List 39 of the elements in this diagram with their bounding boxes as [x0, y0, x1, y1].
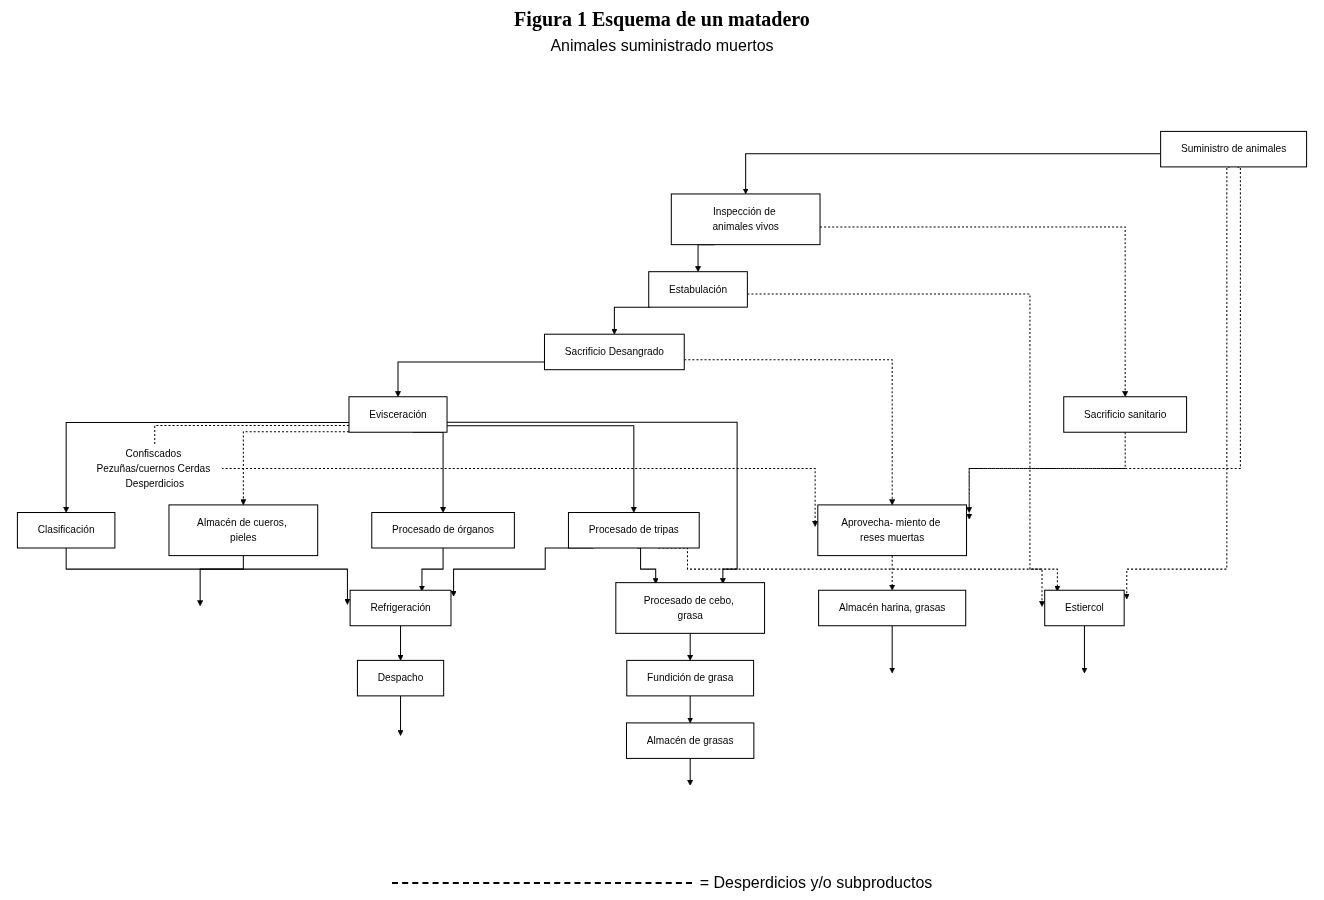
node-box: Procesado de tripas — [567, 512, 700, 549]
arrow — [395, 361, 545, 397]
arrow — [154, 424, 819, 527]
node-box: Suministro de animales — [1160, 130, 1308, 168]
arrow — [966, 431, 1126, 513]
note-text: Animales suministrado muertos — [550, 37, 774, 55]
legend-text: = Desperdicios y/o subproductos — [699, 874, 933, 892]
node-box: Almacén harina, grasas — [818, 589, 967, 627]
arrow — [65, 547, 351, 605]
node-box: Fundición de grasa — [626, 659, 755, 697]
arrow — [419, 547, 444, 592]
arrow — [889, 555, 896, 591]
arrow — [687, 632, 694, 661]
node-box: Procesado de cebo, grasa — [615, 582, 766, 634]
arrow — [966, 166, 1241, 520]
node-box: Procesado de órganos — [371, 512, 515, 549]
edge-label: Confiscados Pezuñas/cuernos Cerdas Desperdicios — [96, 447, 211, 490]
arrow — [1081, 625, 1088, 674]
arrow — [197, 555, 244, 607]
node-box: Almacén de cueros, pieles — [168, 504, 319, 557]
node-box: Refrigeración — [349, 589, 452, 627]
arrow — [889, 625, 896, 674]
node-box: Evisceración — [348, 396, 448, 433]
node-box: Sacrificio sanitario — [1063, 396, 1188, 433]
arrow — [397, 625, 404, 661]
node-box: Almacén de grasas — [626, 722, 755, 759]
node-box: Estabulación — [648, 271, 748, 308]
node-box: Inspección de animales vivos — [670, 193, 821, 246]
node-box: Despacho — [356, 659, 445, 697]
node-box: Aprovecha- miento de reses muertas — [817, 504, 968, 557]
arrow — [687, 757, 694, 786]
arrow — [397, 695, 404, 736]
arrow — [687, 695, 694, 724]
arrow — [63, 421, 350, 513]
node-box: Sacrificio Desangrado — [544, 333, 685, 371]
node-box: Estiercol — [1044, 589, 1125, 627]
diagram-title: Figura 1 Esquema de un matadero — [514, 8, 810, 31]
arrow — [240, 431, 350, 506]
node-box: Clasificación — [16, 512, 116, 549]
